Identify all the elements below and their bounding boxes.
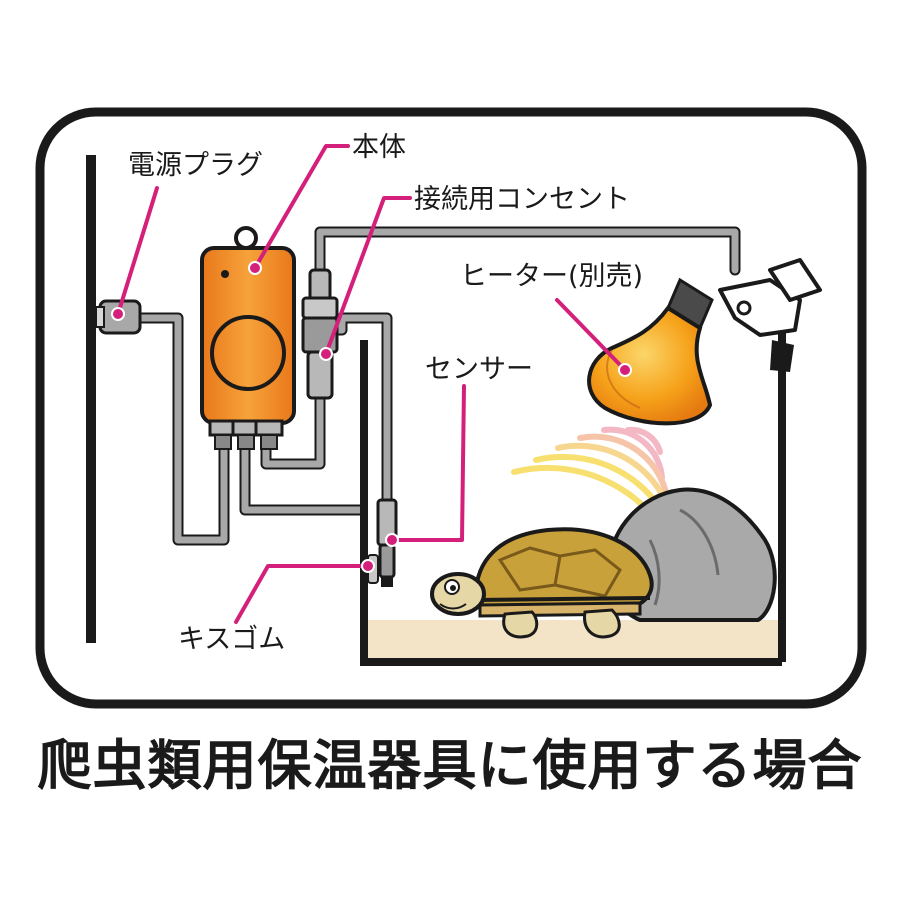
label-sensor: センサー bbox=[425, 354, 533, 385]
terrarium bbox=[360, 330, 786, 666]
left-pole bbox=[86, 155, 96, 643]
heater-icon bbox=[587, 277, 714, 426]
label-power-plug: 電源プラグ bbox=[128, 150, 263, 181]
leader-lines bbox=[116, 144, 627, 624]
lamp-clamp-icon bbox=[718, 258, 822, 372]
label-heater: ヒーター(別売) bbox=[460, 261, 643, 292]
caption-title: 爬虫類用保温器具に使用する場合 bbox=[37, 734, 863, 797]
label-suction-cup: キスゴム bbox=[178, 624, 285, 655]
label-main-unit: 本体 bbox=[352, 132, 406, 163]
leader-dots bbox=[111, 261, 632, 573]
sensor-icon bbox=[376, 498, 398, 587]
label-connection-outlet: 接続用コンセント bbox=[414, 184, 630, 215]
turtle-icon bbox=[430, 527, 654, 639]
main-unit-icon bbox=[200, 226, 296, 450]
